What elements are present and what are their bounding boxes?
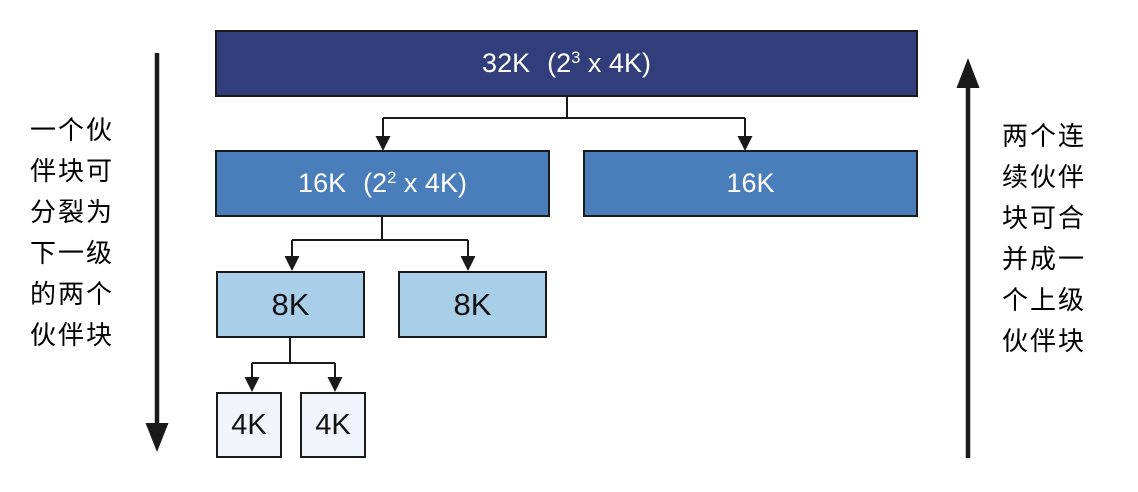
connector-8k-to-4k [244, 338, 343, 392]
split-annotation-line: 伴块可 [30, 156, 115, 186]
formula-close: x 4K) [396, 168, 467, 198]
arrowhead-down-icon [460, 256, 476, 271]
block-4k-right-label: 4K [315, 408, 351, 441]
arrowhead-down-icon [244, 377, 260, 392]
block-16k-right-label: 16K [726, 168, 775, 198]
connector-line [291, 217, 469, 257]
connector-16k-to-8k [284, 217, 476, 271]
block-formula: (22 x 4K) [363, 168, 467, 198]
split-annotation: 一个伙 伴块可 分裂为 下一级 的两个 伙伴块 [30, 110, 114, 356]
arrow-up-icon [956, 58, 980, 88]
block-formula: (23 x 4K) [547, 48, 651, 78]
split-annotation-line: 的两个 [30, 279, 115, 309]
connector-32k-to-16k [375, 97, 753, 151]
formula-close: x 4K) [580, 48, 651, 78]
arrowhead-down-icon [375, 136, 391, 151]
split-annotation-line: 伙伴块 [30, 320, 115, 350]
formula-exponent: 2 [387, 167, 397, 187]
merge-annotation-line: 并成一 [1002, 244, 1087, 274]
split-annotation-line: 分裂为 [30, 197, 115, 227]
formula-open: (2 [547, 48, 572, 78]
arrowhead-down-icon [737, 136, 753, 151]
merge-annotation-line: 续伙伴 [1002, 162, 1087, 192]
formula-exponent: 3 [571, 47, 581, 67]
block-4k-left-label: 4K [231, 408, 267, 441]
block-8k-right: 8K [398, 271, 547, 338]
block-size: 16K [298, 168, 347, 198]
block-size: 32K [482, 48, 531, 78]
block-4k-right: 4K [300, 392, 366, 458]
arrow-down-icon [145, 423, 169, 452]
block-4k-left: 4K [216, 392, 282, 458]
block-32k-label: 32K (23 x 4K) [482, 48, 651, 79]
arrowhead-down-icon [284, 256, 300, 271]
block-16k-left: 16K (22 x 4K) [215, 150, 550, 217]
merge-annotation: 两个连 续伙伴 块可合 并成一 个上级 伙伴块 [1002, 116, 1086, 362]
split-direction-arrow [145, 53, 169, 452]
merge-annotation-line: 两个连 [1002, 121, 1087, 151]
connector-line [382, 97, 746, 138]
formula-open: (2 [363, 168, 388, 198]
merge-annotation-line: 伙伴块 [1002, 326, 1087, 356]
connector-line [251, 338, 336, 378]
block-32k: 32K (23 x 4K) [215, 30, 918, 97]
merge-annotation-line: 块可合 [1002, 203, 1087, 233]
arrowhead-down-icon [327, 377, 343, 392]
merge-annotation-line: 个上级 [1002, 285, 1087, 315]
block-8k-right-label: 8K [453, 286, 492, 322]
merge-direction-arrow [956, 58, 980, 458]
split-annotation-line: 一个伙 [30, 115, 115, 145]
split-annotation-line: 下一级 [30, 238, 115, 268]
block-16k-right: 16K [583, 150, 918, 217]
block-8k-left-label: 8K [271, 286, 310, 322]
block-8k-left: 8K [216, 271, 365, 338]
block-16k-left-label: 16K (22 x 4K) [298, 168, 467, 199]
